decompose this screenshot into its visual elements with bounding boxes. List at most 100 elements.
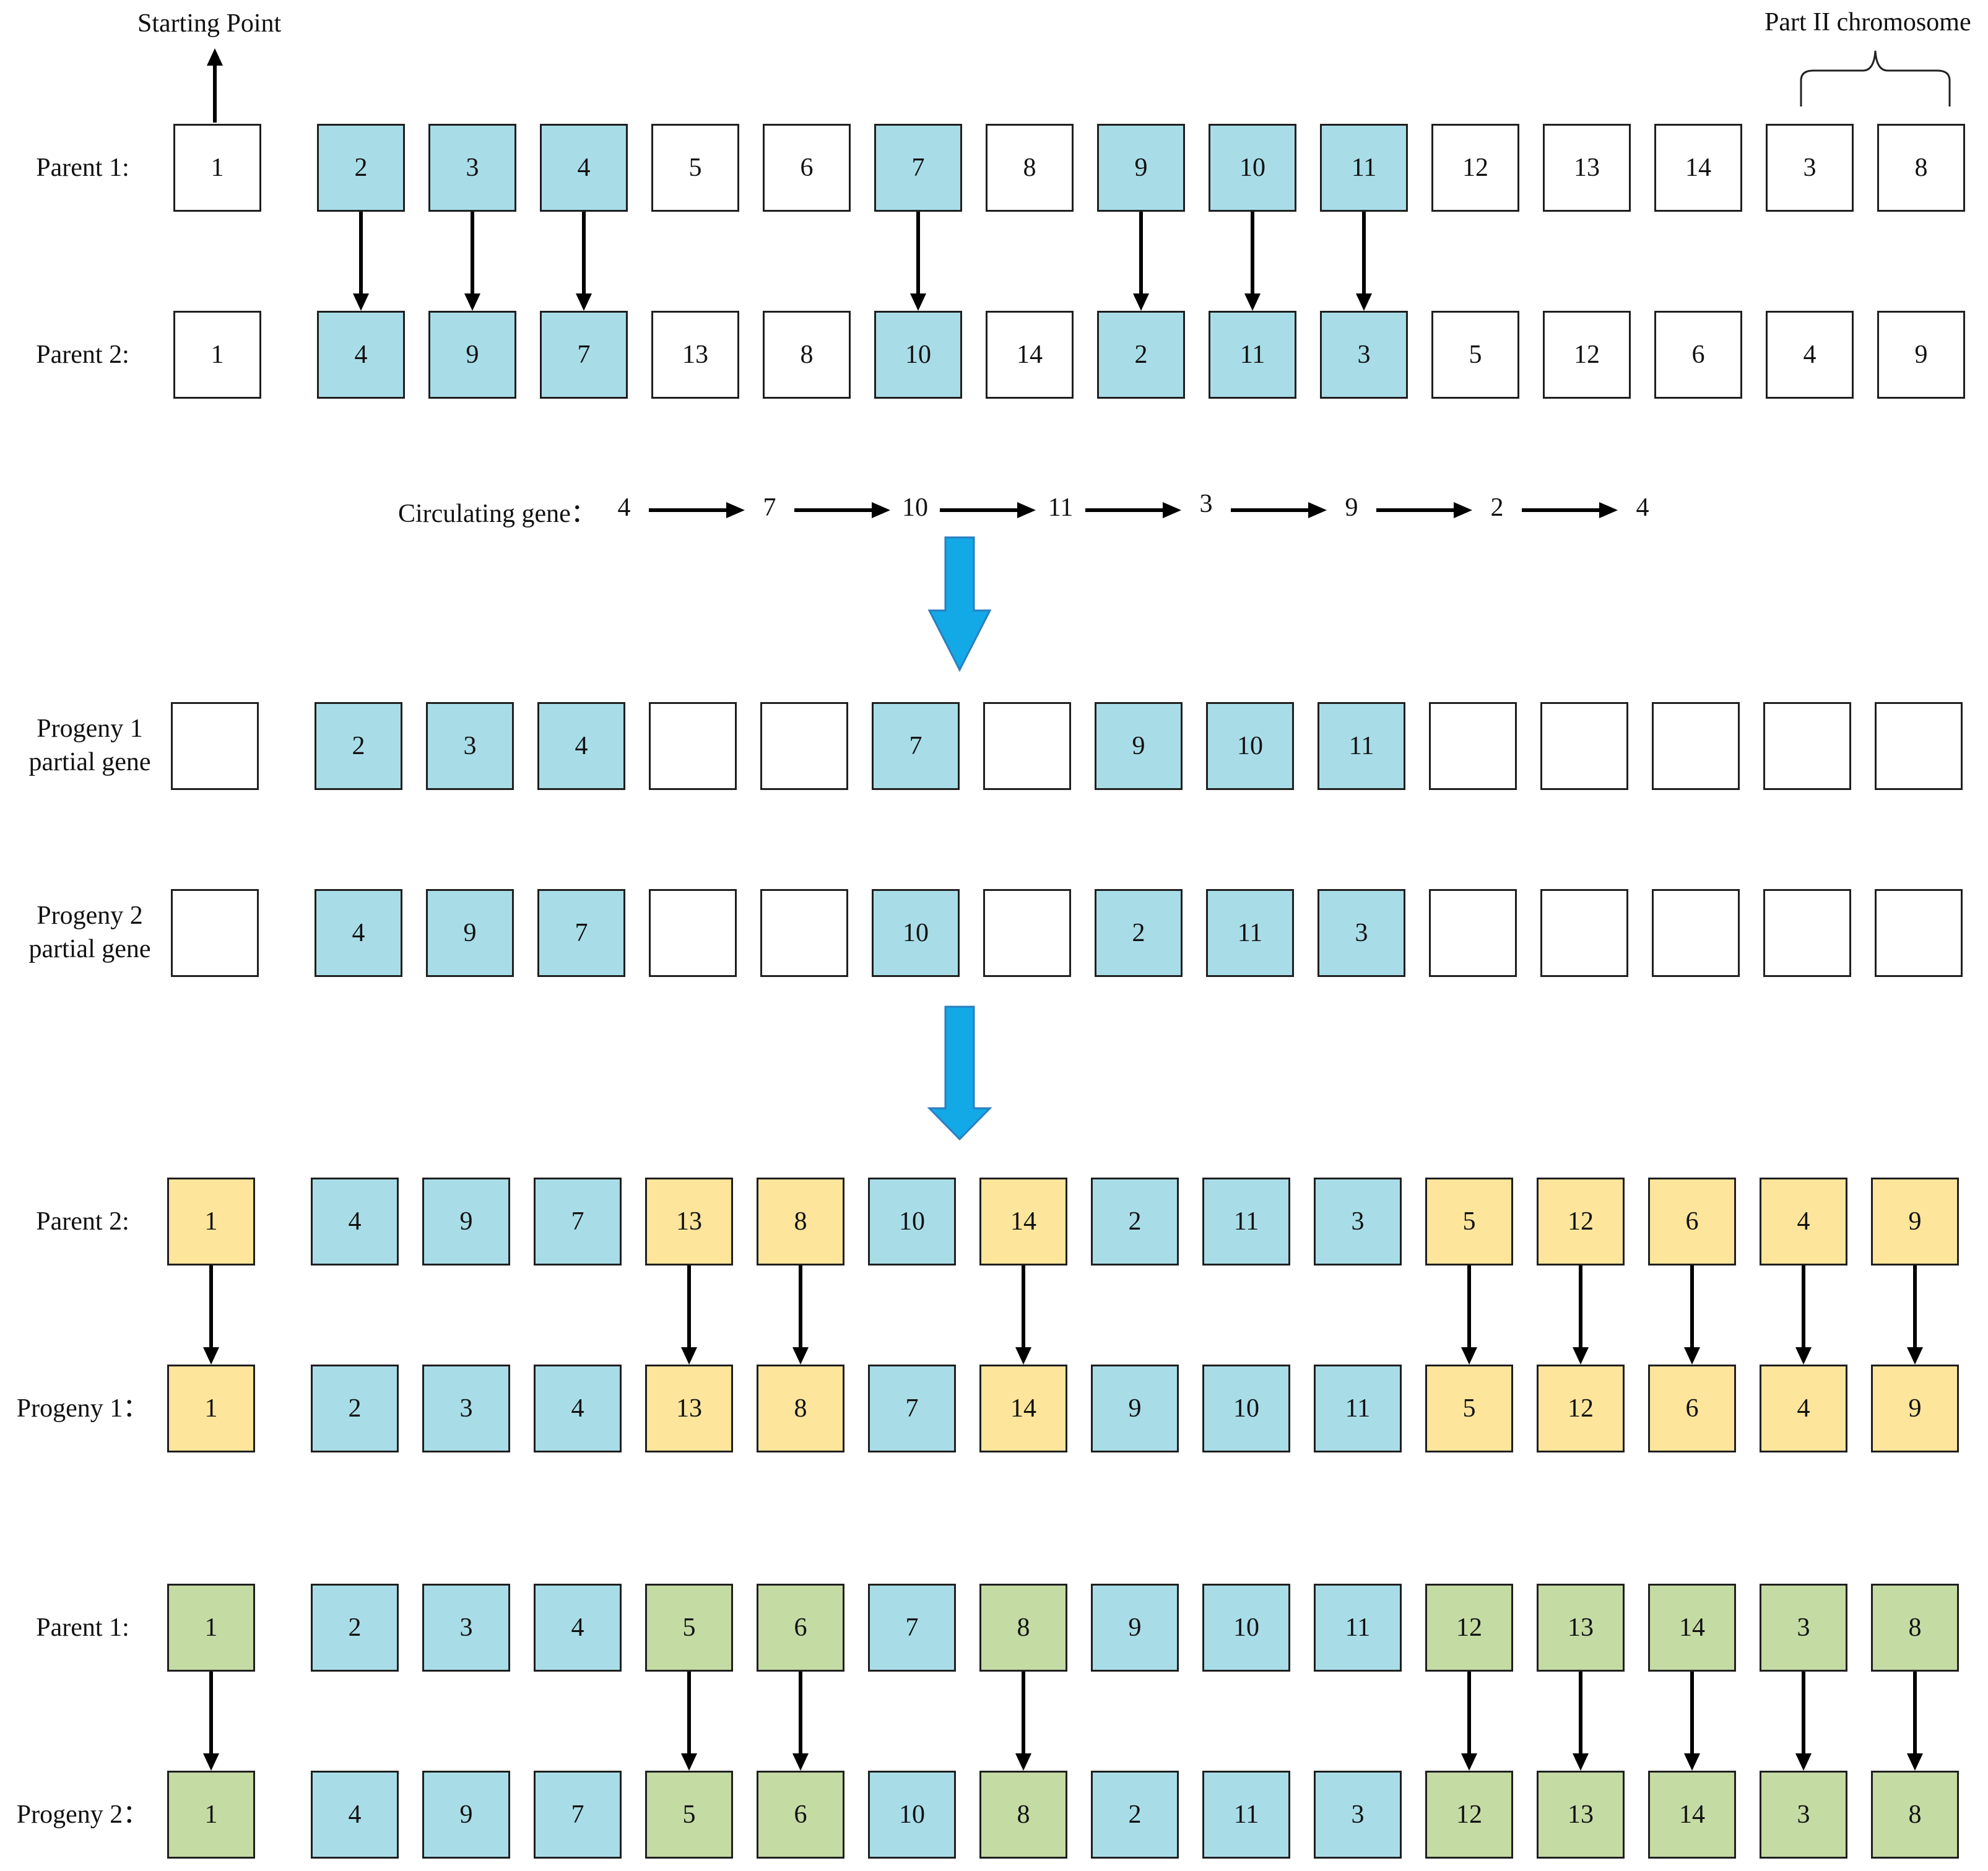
gene-cell: 4 — [311, 1178, 399, 1265]
gene-cell: 1 — [167, 1365, 255, 1452]
gene-transfer-arrow — [1579, 1265, 1582, 1348]
gene-cell: 9 — [1877, 311, 1965, 399]
gene-cell — [1763, 702, 1851, 790]
gene-cell: 3 — [422, 1365, 510, 1452]
gene-cell: 14 — [979, 1365, 1067, 1452]
gene-cell: 7 — [537, 889, 625, 977]
gene-cell: 2 — [311, 1584, 399, 1672]
gene-cell: 11 — [1202, 1771, 1290, 1859]
gene-cell: 4 — [534, 1365, 622, 1452]
gene-cell: 8 — [757, 1178, 844, 1265]
gene-cell — [983, 889, 1071, 977]
gene-transfer-arrow — [359, 212, 363, 295]
gene-cell: 13 — [1543, 124, 1631, 212]
gene-transfer-arrow — [687, 1265, 691, 1348]
gene-cell: 12 — [1425, 1584, 1513, 1672]
gene-cell: 8 — [1877, 124, 1965, 212]
gene-transfer-arrow-head — [1244, 293, 1261, 311]
cycle-arrow — [940, 508, 1018, 512]
gene-cell: 9 — [1095, 702, 1183, 790]
gene-transfer-arrow-head — [1015, 1753, 1031, 1771]
gene-cell: 7 — [534, 1178, 622, 1265]
gene-cell: 13 — [645, 1178, 733, 1265]
gene-cell: 14 — [1648, 1771, 1736, 1859]
starting-point-arrow-shaft — [213, 64, 217, 123]
gene-cell: 14 — [986, 311, 1074, 399]
gene-cell: 8 — [1871, 1771, 1959, 1859]
gene-cell: 8 — [979, 1771, 1067, 1859]
cycle-arrow-head — [1163, 502, 1181, 518]
gene-cell: 2 — [1095, 889, 1183, 977]
gene-cell: 11 — [1314, 1584, 1402, 1672]
gene-cell: 6 — [763, 124, 851, 212]
gene-transfer-arrow-head — [1015, 1347, 1031, 1365]
gene-cell: 4 — [537, 702, 625, 790]
gene-transfer-arrow-head — [353, 293, 369, 311]
cycle-label: Circulating gene： — [398, 500, 597, 528]
gene-transfer-arrow — [1022, 1265, 1025, 1348]
gene-cell: 8 — [986, 124, 1074, 212]
gene-cell: 11 — [1314, 1365, 1402, 1452]
gene-cell: 3 — [428, 124, 516, 212]
gene-cell: 12 — [1537, 1365, 1625, 1452]
gene-transfer-arrow-head — [1573, 1347, 1589, 1365]
gene-cell: 13 — [651, 311, 739, 399]
gene-cell: 6 — [757, 1771, 844, 1859]
gene-cell: 3 — [422, 1584, 510, 1672]
gene-cell — [649, 702, 737, 790]
gene-transfer-arrow-head — [1573, 1753, 1589, 1771]
gene-cell: 3 — [1760, 1771, 1847, 1859]
gene-cell: 8 — [1871, 1584, 1959, 1672]
gene-transfer-arrow — [1467, 1672, 1471, 1755]
gene-cell: 10 — [868, 1178, 956, 1265]
gene-cell: 5 — [645, 1584, 733, 1672]
row-label: Parent 1: — [36, 1613, 129, 1642]
gene-transfer-arrow-head — [792, 1753, 809, 1771]
gene-cell: 3 — [1314, 1771, 1402, 1859]
gene-cell: 5 — [1431, 311, 1519, 399]
gene-cell — [1540, 889, 1628, 977]
cycle-gene: 4 — [617, 493, 631, 522]
gene-cell: 12 — [1425, 1771, 1513, 1859]
cycle-arrow — [1231, 508, 1309, 512]
cycle-arrow-head — [1599, 502, 1618, 518]
gene-transfer-arrow-head — [681, 1753, 697, 1771]
gene-cell: 8 — [979, 1584, 1067, 1672]
gene-cell: 4 — [540, 124, 628, 212]
gene-transfer-arrow — [1802, 1265, 1805, 1348]
gene-cell: 13 — [1537, 1584, 1625, 1672]
gene-transfer-arrow-head — [910, 293, 926, 311]
gene-transfer-arrow — [209, 1265, 213, 1348]
gene-transfer-arrow-head — [203, 1753, 219, 1771]
gene-cell: 1 — [173, 124, 261, 212]
part2-brace — [1800, 50, 1951, 106]
gene-transfer-arrow — [1022, 1672, 1025, 1755]
gene-cell: 4 — [1766, 311, 1854, 399]
gene-cell: 10 — [874, 311, 962, 399]
row-label: Progeny 1： — [16, 1394, 149, 1423]
gene-transfer-arrow — [687, 1672, 691, 1755]
gene-cell: 8 — [757, 1365, 844, 1452]
gene-transfer-arrow-head — [1907, 1347, 1923, 1365]
gene-cell: 5 — [645, 1771, 733, 1859]
gene-transfer-arrow-head — [1684, 1753, 1700, 1771]
cycle-arrow — [1522, 508, 1600, 512]
gene-transfer-arrow — [1467, 1265, 1471, 1348]
gene-cell: 13 — [645, 1365, 733, 1452]
cycle-gene: 9 — [1345, 493, 1358, 522]
gene-cell: 3 — [1314, 1178, 1402, 1265]
gene-cell: 9 — [426, 889, 514, 977]
gene-cell — [171, 702, 259, 790]
gene-cell: 14 — [1648, 1584, 1736, 1672]
gene-cell: 7 — [872, 702, 960, 790]
gene-cell — [1429, 702, 1517, 790]
gene-cell: 12 — [1537, 1178, 1625, 1265]
gene-transfer-arrow-head — [464, 293, 480, 311]
row-label: Parent 1: — [36, 154, 129, 182]
gene-cell: 11 — [1202, 1178, 1290, 1265]
gene-transfer-arrow-head — [203, 1347, 219, 1365]
cycle-arrow-head — [1017, 502, 1036, 518]
gene-cell: 10 — [1209, 124, 1296, 212]
cycle-arrow — [1376, 508, 1455, 512]
part2-chromosome-label: Part II chromosome — [1764, 8, 1971, 37]
